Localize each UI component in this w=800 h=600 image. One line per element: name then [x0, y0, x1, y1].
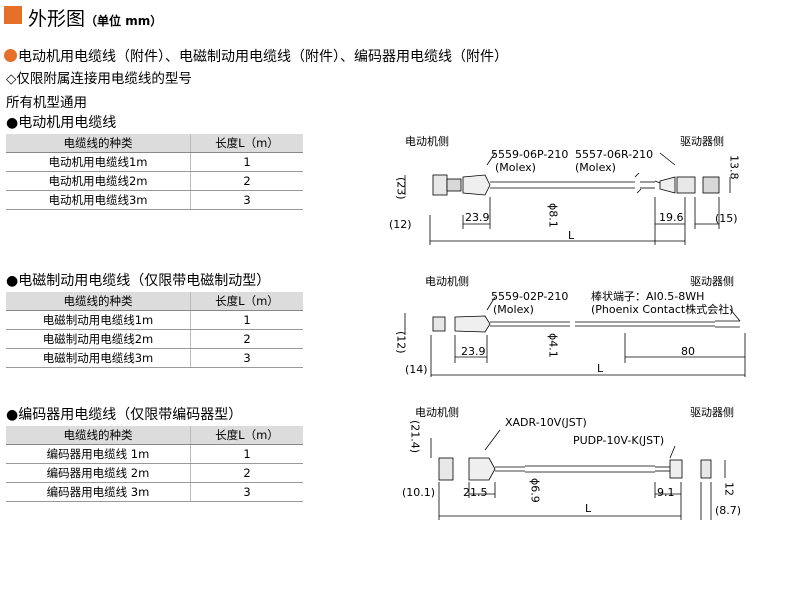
dim-label: ϕ4.1 — [547, 333, 560, 358]
subheading: ◇仅限附属连接用电缆线的型号 — [6, 71, 192, 87]
dim-label: (23) — [395, 177, 408, 200]
title-marker — [4, 6, 22, 24]
dim-label: 19.6 — [659, 211, 684, 224]
dim-label: ϕ6.9 — [529, 478, 542, 503]
diagram-driver-side-label: 驱动器侧 — [690, 406, 734, 419]
dim-label: 80 — [681, 345, 695, 358]
conn1-label: 5559-02P-210 — [491, 290, 568, 303]
diagram-motor-side-label: 电动机侧 — [425, 274, 469, 288]
col-header-length: 长度L（m） — [190, 134, 303, 153]
brake-cable-diagram: 电动机侧 驱动器侧 5559-02P-210 (Molex) 棒状端子：AI0.… — [395, 274, 746, 377]
dim-label: 21.5 — [463, 486, 488, 499]
conn1-label: 5559-06P-210 — [491, 148, 568, 161]
unit-label: （单位 mm） — [85, 14, 163, 28]
col-header-type: 电缆线的种类 — [6, 134, 191, 153]
col-header-type: 电缆线的种类 — [6, 426, 191, 445]
dim-label: (14) — [405, 363, 428, 376]
dim-label: (15) — [715, 212, 738, 225]
page-title: 外形图（单位 mm） — [28, 8, 163, 30]
dim-label: ϕ8.1 — [547, 203, 560, 228]
dim-label: (21.4) — [409, 420, 422, 453]
dim-label: (10.1) — [402, 486, 435, 499]
bullet-dot-icon — [4, 49, 17, 62]
dim-label: 13.8 — [728, 155, 741, 180]
diagram-motor-side-label: 电动机侧 — [405, 134, 449, 148]
motor-cable-diagram: 电动机侧 驱动器侧 5559-06P-210 (Molex) 5557-06R-… — [389, 134, 741, 245]
conn2-label: 5557-06R-210 — [575, 148, 653, 161]
conn1-maker: (Molex) — [495, 161, 536, 174]
conn1-label: XADR-10V(JST) — [505, 416, 587, 429]
conn1-maker: (Molex) — [493, 303, 534, 316]
dim-label: (12) — [395, 331, 408, 354]
col-header-type: 电缆线的种类 — [6, 292, 191, 311]
dim-label: 23.9 — [461, 345, 486, 358]
dim-label: (8.7) — [715, 504, 741, 517]
diagram-driver-side-label: 驱动器侧 — [680, 135, 724, 148]
terminal-maker: (Phoenix Contact株式会社) — [591, 302, 734, 316]
main-heading: 电动机用电缆线（附件）、电磁制动用电缆线（附件）、编码器用电缆线（附件） — [4, 46, 508, 66]
section-title-brake: ●电磁制动用电缆线（仅限带电磁制动型） — [6, 273, 271, 289]
col-header-length: 长度L（m） — [190, 292, 303, 311]
dim-label: 9.1 — [657, 486, 675, 499]
terminal-label: 棒状端子：AI0.5-8WH — [591, 289, 704, 303]
dim-label: 12 — [723, 482, 736, 496]
dim-label: (12) — [389, 218, 412, 231]
dim-label: L — [597, 362, 604, 375]
dim-label: L — [585, 502, 592, 515]
section-title-encoder: ●编码器用电缆线（仅限带编码器型） — [6, 407, 243, 423]
encoder-cable-diagram: 电动机侧 驱动器侧 XADR-10V(JST) PUDP-10V-K(JST) … — [402, 405, 741, 520]
conn2-maker: (Molex) — [575, 161, 616, 174]
diagram-driver-side-label: 驱动器侧 — [690, 275, 734, 288]
col-header-length: 长度L（m） — [190, 426, 303, 445]
section-title-motor: ●电动机用电缆线 — [6, 115, 117, 131]
all-models-note: 所有机型通用 — [6, 95, 87, 111]
diagram-motor-side-label: 电动机侧 — [415, 405, 459, 419]
conn2-label: PUDP-10V-K(JST) — [573, 434, 664, 447]
dim-label: L — [568, 229, 575, 242]
dim-label: 23.9 — [465, 211, 490, 224]
